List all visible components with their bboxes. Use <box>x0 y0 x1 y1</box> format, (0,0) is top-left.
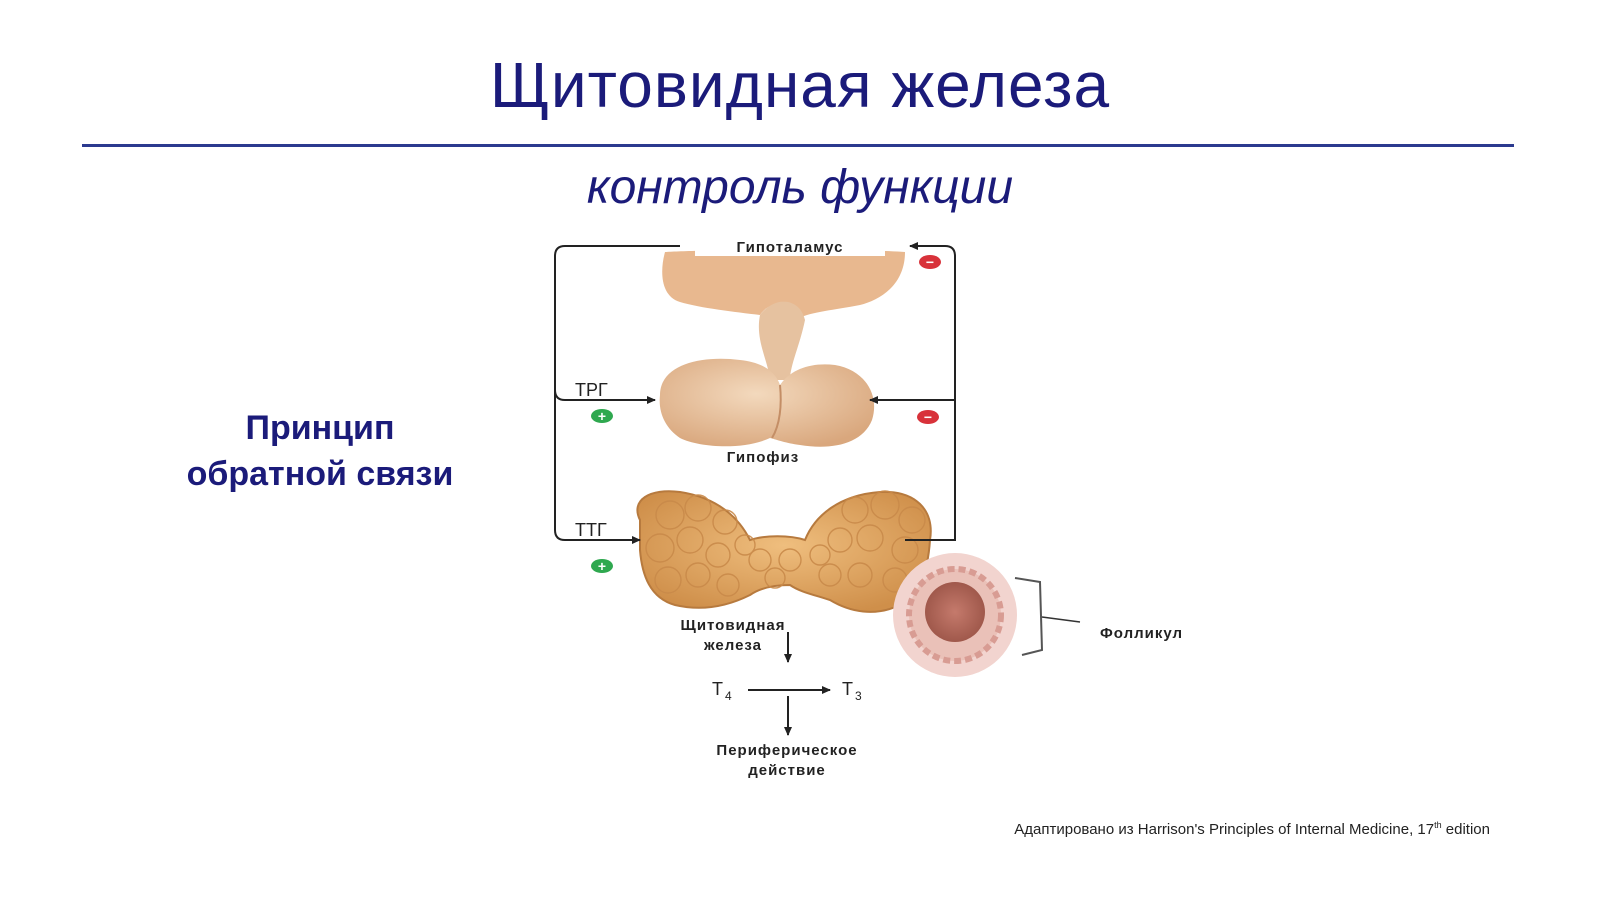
source-credit: Адаптировано из Harrison's Principles of… <box>1014 820 1490 838</box>
credit-suffix: edition <box>1441 821 1490 838</box>
svg-text:−: − <box>924 409 932 425</box>
peripheral-label-line-1: Периферическое <box>716 742 857 759</box>
svg-text:T: T <box>712 679 723 699</box>
thyroid-label-line-2: железа <box>703 637 762 654</box>
t3-label: T 3 <box>842 679 862 703</box>
peripheral-label-line-2: действие <box>748 762 826 779</box>
ttg-label: ТТГ <box>575 520 607 540</box>
slide-subtitle: контроль функции <box>586 161 1014 214</box>
t4-label: T 4 <box>712 679 732 703</box>
follicle-illustration <box>893 553 1081 677</box>
plus-badge-trg: + <box>591 408 613 424</box>
svg-text:T: T <box>842 679 853 699</box>
feedback-loops <box>554 242 956 736</box>
minus-badge-pituitary: − <box>917 409 939 425</box>
svg-text:3: 3 <box>855 689 862 703</box>
slide-title: Щитовидная железа <box>489 49 1111 121</box>
thyroid-label-line-1: Щитовидная <box>681 617 786 634</box>
minus-badge-hypothalamus: − <box>919 254 941 270</box>
pituitary-illustration <box>659 249 905 447</box>
hypothalamus-label: Гипоталамус <box>737 239 844 256</box>
svg-text:4: 4 <box>725 689 732 703</box>
principle-line-2: обратной связи <box>186 455 454 493</box>
thyroid-gland-illustration <box>636 490 932 613</box>
svg-text:−: − <box>926 254 934 270</box>
follicle-label: Фолликул <box>1100 625 1183 642</box>
plus-badge-ttg: + <box>591 558 613 574</box>
trg-label: ТРГ <box>575 380 608 400</box>
principle-line-1: Принцип <box>245 409 395 447</box>
credit-edition-sup: th <box>1434 820 1442 830</box>
credit-text: Адаптировано из Harrison's Principles of… <box>1014 821 1435 838</box>
svg-text:+: + <box>598 558 606 574</box>
svg-text:+: + <box>598 408 606 424</box>
pituitary-label: Гипофиз <box>727 449 799 466</box>
title-divider <box>82 144 1514 147</box>
feedback-principle-label: Принцип обратной связи <box>120 405 520 497</box>
